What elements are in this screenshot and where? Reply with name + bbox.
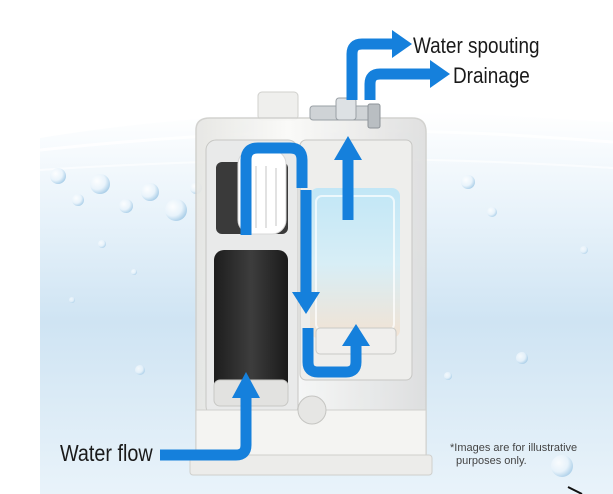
water-flow-label: Water flow: [60, 440, 153, 466]
corner-arrow-icon: [567, 486, 583, 494]
illustration-disclaimer: *Images are for illustrative purposes on…: [450, 442, 600, 468]
carbon-filter-cartridge: [213, 149, 289, 407]
faucet-fitting: [309, 97, 381, 129]
flow-arrowheads: [232, 30, 450, 398]
disclaimer-line-1: *Images are for illustrative: [450, 442, 578, 454]
drainage-label: Drainage: [453, 63, 530, 88]
flow-arrows: [160, 38, 434, 461]
water-spouting-label: Water spouting: [413, 33, 540, 58]
disclaimer-line-2: purposes only.: [456, 455, 527, 467]
